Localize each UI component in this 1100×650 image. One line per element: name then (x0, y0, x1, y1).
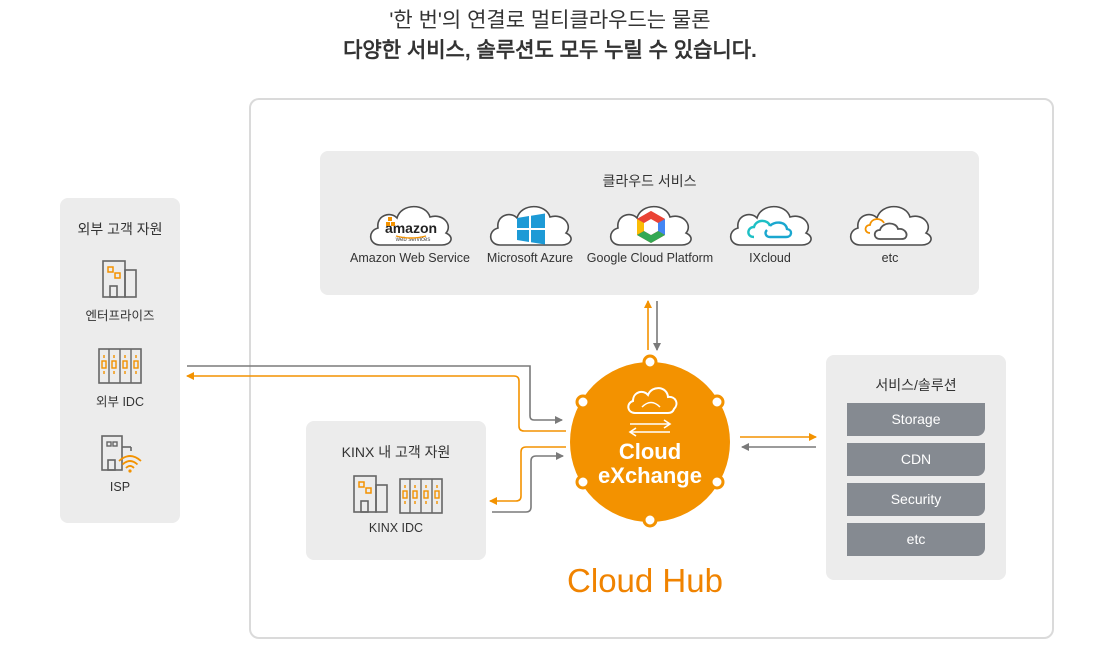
arrow-orange-to-external (186, 372, 566, 432)
windows-cloud-icon (489, 205, 572, 246)
isp-wifi-icon (101, 435, 142, 473)
external-item-enterprise[interactable]: 엔터프라이즈 (60, 258, 180, 324)
service-etc-label: etc (881, 251, 899, 265)
solution-storage[interactable]: Storage (847, 403, 985, 436)
cloud-exchange-line1: Cloud (618, 439, 682, 464)
service-gcp-label: Google Cloud Platform (586, 251, 714, 265)
service-etc[interactable]: etc (830, 199, 950, 279)
kinx-resources-title: KINX 내 고객 자원 (341, 444, 451, 460)
solution-cdn[interactable]: CDN (847, 443, 985, 476)
google-cloud-icon (609, 205, 692, 246)
external-item-isp[interactable]: ISP (60, 433, 180, 494)
enterprise-building-icon (102, 260, 137, 298)
arrow-orange-to-kinx (489, 446, 566, 505)
arrow-gray-from-external (187, 365, 563, 424)
port-right-bottom (709, 474, 725, 490)
service-ixcloud[interactable]: IXcloud (710, 199, 830, 279)
service-gcp[interactable]: Google Cloud Platform (587, 199, 713, 279)
external-isp-label: ISP (109, 480, 131, 494)
ixcloud-icon (729, 205, 812, 246)
amazon-logo-text: amazon (385, 220, 437, 236)
kinx-resources-panel: KINX 내 고객 자원 KINX IDC (306, 421, 486, 560)
solution-etc[interactable]: etc (847, 523, 985, 556)
cloud-exchange-line2: eXchange (598, 463, 702, 488)
service-aws-label: Amazon Web Service (350, 251, 470, 265)
page-title-line1: '한 번'의 연결로 멀티클라우드는 물론 (389, 9, 711, 32)
solutions-title: 서비스/솔루션 (875, 377, 957, 393)
idc-server-icon (98, 348, 142, 384)
port-bottom (642, 512, 658, 528)
external-resources-panel: 외부 고객 자원 엔터프라이즈 (60, 198, 180, 523)
page-title-line2: 다양한 서비스, 솔루션도 모두 누릴 수 있습니다. (343, 39, 757, 62)
kinx-idc-label: KINX IDC (368, 521, 424, 535)
solutions-panel: 서비스/솔루션 Storage CDN Security etc (826, 355, 1006, 580)
port-right-top (709, 394, 725, 410)
service-azure[interactable]: Microsoft Azure (470, 199, 590, 279)
cloud-services-title: 클라우드 서비스 (602, 173, 697, 189)
cloud-exchange-label: Cloud eXchange (570, 440, 730, 488)
kinx-enterprise-icon (353, 475, 388, 513)
external-resources-title: 외부 고객 자원 (77, 221, 163, 237)
port-left-bottom (575, 474, 591, 490)
service-aws[interactable]: amazon web services Amazon Web Service (350, 199, 470, 279)
external-item-idc[interactable]: 외부 IDC (60, 346, 180, 410)
exchange-cloud-icon (627, 387, 678, 414)
service-ixcloud-label: IXcloud (749, 251, 791, 265)
cloud-services-panel: 클라우드 서비스 amazon web services Amazon Web … (320, 151, 979, 295)
amazon-logo-sub: web services (395, 237, 431, 243)
solution-security[interactable]: Security (847, 483, 985, 516)
arrow-gray-from-kinx (492, 452, 564, 513)
service-azure-label: Microsoft Azure (486, 251, 574, 265)
amazon-cloud-icon: amazon web services (369, 205, 452, 246)
external-idc-label: 외부 IDC (95, 395, 144, 409)
etc-cloud-icon (849, 205, 932, 246)
cloud-hub-label: Cloud Hub (567, 562, 723, 599)
external-enterprise-label: 엔터프라이즈 (85, 309, 155, 323)
kinx-idc-server-icon (399, 478, 443, 514)
port-left-top (575, 394, 591, 410)
cloud-exchange-node[interactable] (570, 354, 730, 528)
port-top (642, 354, 658, 370)
cloud-hub-frame (249, 98, 1054, 639)
